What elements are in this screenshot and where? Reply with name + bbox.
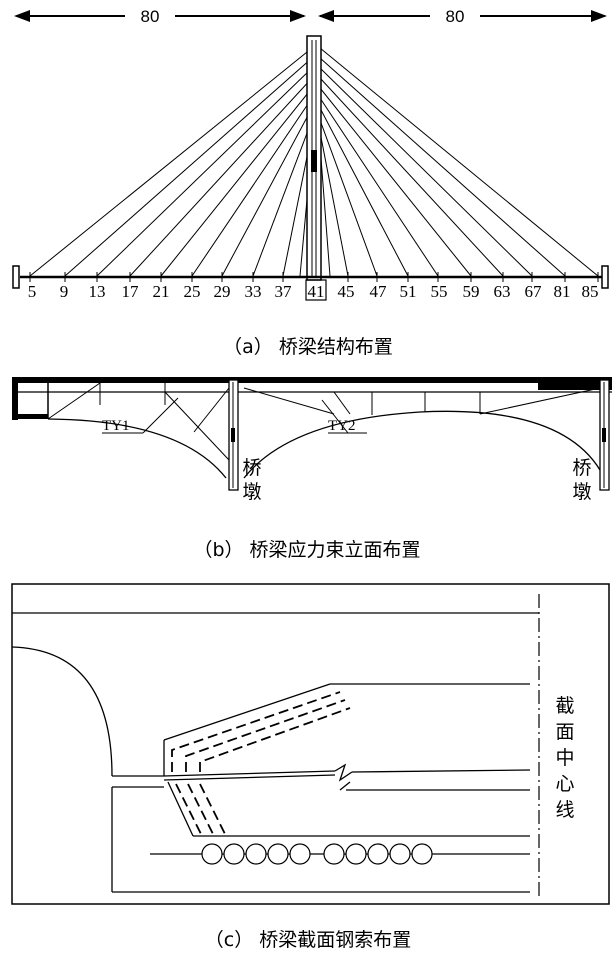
caption-c: （c） 桥梁截面钢索布置 (205, 929, 412, 951)
caption-b: （b） 桥梁应力束立面布置 (193, 539, 420, 561)
cable-number: 9 (60, 282, 69, 301)
cable-number-labels: 5 9 13 17 21 25 29 33 37 41 45 47 51 55 … (28, 282, 599, 301)
cable-number: 63 (494, 282, 511, 301)
panel-c-section-cables: 截面中心线 （c） 桥梁截面钢索布置 (11, 583, 610, 951)
pylon (306, 35, 322, 281)
lower-tendons (175, 783, 227, 837)
cable-number: 41 (308, 282, 325, 301)
upper-tendons (171, 691, 351, 772)
stay-cables (29, 47, 599, 277)
cable-number: 5 (28, 282, 37, 301)
deck (12, 265, 609, 301)
cable-number: 13 (89, 282, 106, 301)
center-line-label-text: 截面中心线 (555, 695, 574, 821)
pier-right (599, 379, 610, 491)
cable-number: 81 (554, 282, 571, 301)
span-dimension-left: 80 (14, 5, 306, 27)
pier-label-left: 桥墩 (242, 457, 261, 503)
cable-number: 85 (582, 282, 599, 301)
center-line-label: 截面中心线 (555, 695, 574, 821)
cable-number: 67 (525, 282, 543, 301)
panel-a-structure: 80 80 (12, 5, 609, 358)
cable-number: 29 (214, 282, 231, 301)
anchor-ticks (29, 272, 599, 282)
cable-number: 55 (431, 282, 448, 301)
cable-number: 25 (184, 282, 201, 301)
bottom-strands (201, 843, 433, 865)
cable-number: 51 (400, 282, 417, 301)
cable-number: 21 (153, 282, 170, 301)
span-right-label: 80 (446, 7, 465, 26)
cable-number: 33 (245, 282, 262, 301)
caption-a: （a） 桥梁结构布置 (223, 336, 393, 358)
cable-number: 59 (463, 282, 480, 301)
tendon-label-ty1: TY1 (102, 418, 130, 434)
span-dimension-right: 80 (318, 5, 607, 27)
tendon-label-ty2: TY2 (328, 418, 356, 434)
cable-number: 47 (370, 282, 388, 301)
pier-label-right-text: 桥墩 (572, 457, 591, 503)
span-left-label: 80 (141, 7, 160, 26)
pier-label-right: 桥墩 (572, 457, 591, 503)
cable-number: 17 (122, 282, 140, 301)
cable-number: 37 (275, 282, 293, 301)
pier-label-left-text: 桥墩 (242, 457, 261, 503)
panel-b-tendon-elevation: TY1 TY2 桥墩 桥墩 （b） 桥梁应力束立面布置 (12, 377, 612, 561)
pier-left (228, 379, 239, 491)
cable-number: 45 (338, 282, 355, 301)
